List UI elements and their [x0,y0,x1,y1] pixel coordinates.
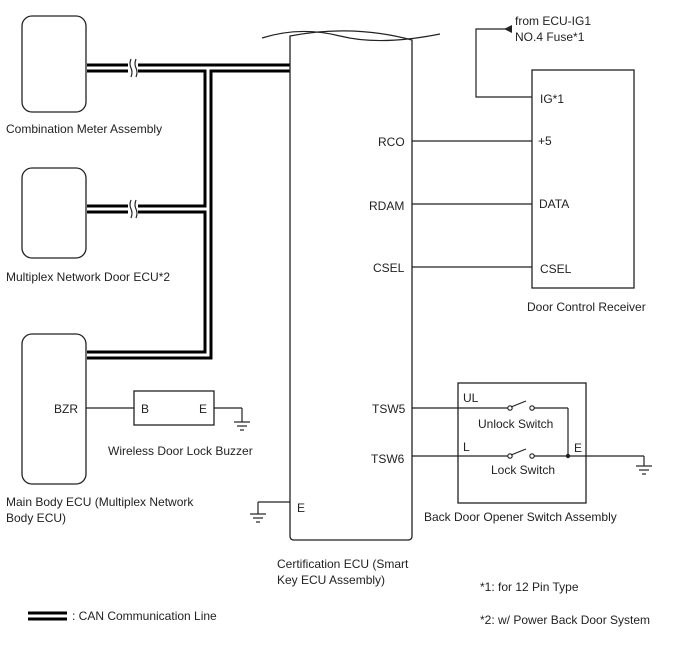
note-power-back-door: *2: w/ Power Back Door System [480,613,650,627]
combination-meter-box [21,15,87,113]
rdam-pin-label: RDAM [369,199,404,213]
receiver-csel-pin-label: CSEL [540,262,572,276]
can-bus-lines [87,58,290,360]
lock-switch-label: Lock Switch [491,463,555,477]
ground-icon [250,502,266,523]
buzzer-pin-b: B [141,402,149,416]
certification-ecu-box [289,30,413,541]
tsw5-pin-label: TSW5 [372,402,406,416]
back-door-switch-label: Back Door Opener Switch Assembly [424,510,617,524]
door-control-receiver-label: Door Control Receiver [527,300,646,314]
main-body-ecu-label-line1: Main Body ECU (Multiplex Network [6,495,194,509]
certification-ecu-break-edge [261,30,441,42]
switch-e-pin-label: E [574,441,582,455]
buzzer-label: Wireless Door Lock Buzzer [108,444,253,458]
power-source-line1: from ECU-IG1 [515,14,591,28]
multiplex-door-ecu-label: Multiplex Network Door ECU*2 [6,270,170,284]
buzzer-box [133,390,215,426]
power-source-line2: NO.4 Fuse*1 [515,30,585,44]
power-feed-wire [475,28,532,98]
unlock-switch-symbol [412,400,569,456]
can-break-mark-top [128,58,138,78]
can-legend-label: : CAN Communication Line [72,609,217,623]
note-12-pin: *1: for 12 Pin Type [480,580,579,594]
csel-pin-label: CSEL [373,261,405,275]
buzzer-pin-e: E [199,402,207,416]
lock-switch-symbol [412,448,644,459]
combination-meter-label: Combination Meter Assembly [6,122,162,136]
junction-dot [565,453,571,459]
ul-pin-label: UL [463,391,479,405]
rco-pin-label: RCO [378,135,405,149]
unlock-switch-label: Unlock Switch [478,417,553,431]
ground-icon [636,456,652,475]
main-body-ecu-box [21,333,87,485]
certification-ecu-label-line2: Key ECU Assembly) [277,573,385,587]
bzr-pin-label: BZR [54,402,78,416]
certification-ecu-label-line1: Certification ECU (Smart [277,557,409,571]
can-break-mark-middle [128,199,138,219]
data-pin-label: DATA [539,197,569,211]
door-control-receiver-box [531,69,635,289]
tsw6-pin-label: TSW6 [371,452,405,466]
ig-pin-label: IG*1 [540,92,564,106]
ground-icon [234,408,250,431]
multiplex-door-ecu-box [21,167,87,259]
main-body-ecu-label-line2: Body ECU) [6,511,66,525]
l-pin-label: L [463,440,470,454]
ecu-e-pin-label: E [297,501,305,515]
plus5-pin-label: +5 [538,134,552,148]
arrow-left-icon [504,25,512,33]
